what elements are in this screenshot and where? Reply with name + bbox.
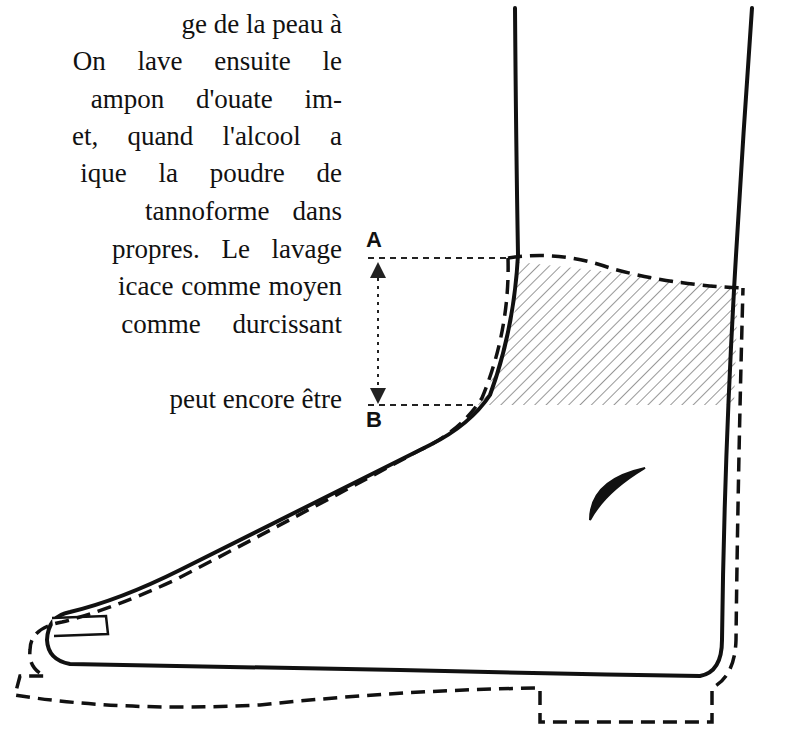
text-line: ampon d'ouate im- — [91, 83, 342, 115]
sock-outline — [15, 258, 743, 722]
text-line: comme durcissant — [121, 308, 342, 340]
dimension-letter: A — [364, 228, 384, 252]
text-line: ge de la peau à — [182, 8, 342, 40]
text-line: et, quand l'alcool a — [72, 120, 342, 152]
text-line: On lave ensuite le — [73, 45, 342, 77]
dimension-letter: B — [364, 408, 384, 432]
text-line: tannoforme dans — [145, 195, 342, 227]
foot-outline — [47, 8, 752, 676]
text-line: propres. Le lavage — [112, 233, 342, 265]
text-line: icace comme moyen — [118, 270, 342, 302]
text-line: peut encore être — [170, 383, 342, 415]
text-line: ique la poudre de — [80, 157, 342, 189]
